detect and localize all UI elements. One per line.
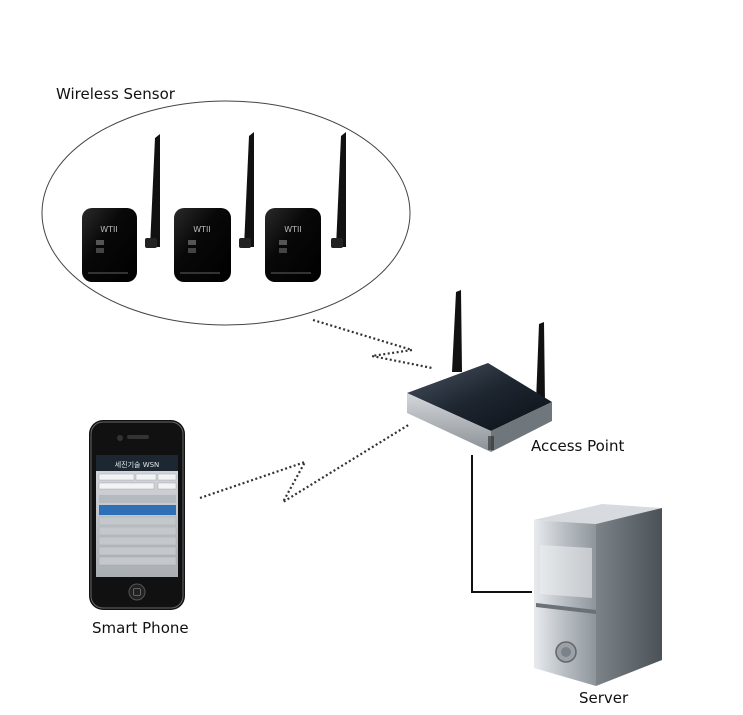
phone-screen-title: 세진기술 WSN <box>115 460 160 469</box>
sensor-body <box>82 208 137 282</box>
wireless-sensor-label: Wireless Sensor <box>56 85 175 103</box>
wireless-sensor-1: WTII <box>82 134 160 282</box>
sensor-antenna <box>150 134 160 247</box>
sensor-body <box>174 208 231 282</box>
access-point-label: Access Point <box>531 437 625 455</box>
sensor-brand-label: WTII <box>284 225 302 234</box>
wireless-sensor-2: WTII <box>174 132 254 282</box>
sensor-antenna <box>244 132 254 247</box>
sensor-body <box>265 208 321 282</box>
router-top <box>407 363 552 431</box>
server-side-panel <box>596 508 662 686</box>
phone-home-button <box>128 583 146 601</box>
phone-camera-icon <box>117 435 123 441</box>
router-antenna-left <box>452 290 462 372</box>
access-point-router <box>407 290 552 452</box>
ap-to-server-wired-link <box>471 455 532 593</box>
sensor-brand-label: WTII <box>100 225 118 234</box>
server-label: Server <box>579 689 629 707</box>
sensor-to-ap-wireless-link <box>312 318 433 370</box>
smart-phone: 세진기술 WSN <box>89 420 185 610</box>
phone-speaker <box>127 435 149 439</box>
phone-to-ap-wireless-link <box>199 423 411 506</box>
server-tower <box>534 504 662 686</box>
sensor-antenna <box>336 132 346 247</box>
sensor-group-ellipse <box>41 100 411 326</box>
sensor-brand-label: WTII <box>193 225 211 234</box>
smart-phone-label: Smart Phone <box>92 619 189 637</box>
router-antenna-right <box>536 322 545 402</box>
wireless-sensor-3: WTII <box>265 132 346 282</box>
